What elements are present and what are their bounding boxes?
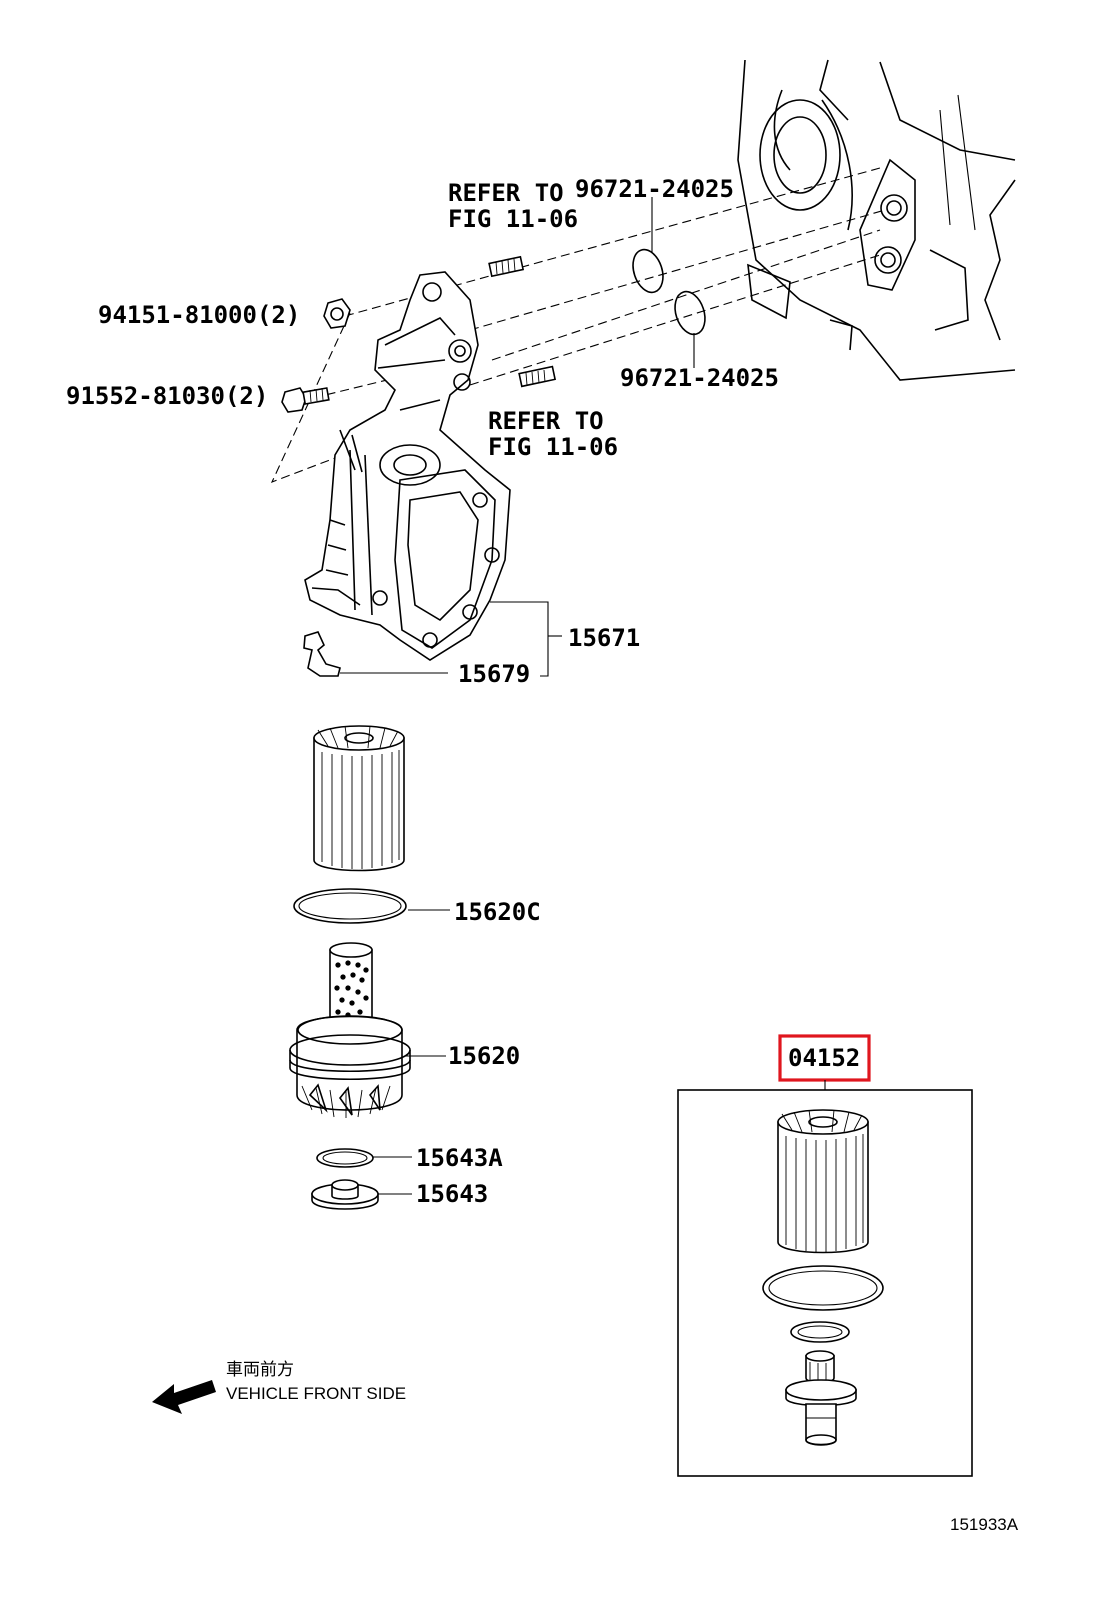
vehicle-front-arrow-icon [152, 1380, 216, 1414]
label-drain-gasket: 15643A [416, 1144, 503, 1172]
kit-o-ring-large [762, 1265, 884, 1311]
drain-plug [311, 1179, 379, 1210]
drain-gasket [316, 1148, 374, 1168]
dashed-guides [270, 167, 886, 483]
kit-filter-element [777, 1109, 869, 1254]
label-refer-top-2: FIG 11-06 [448, 205, 578, 233]
label-cap: 15620 [448, 1042, 520, 1070]
label-refer-bottom-1: REFER TO [488, 407, 604, 435]
label-nut: 94151-81000(2) [98, 301, 300, 329]
label-bracket: 15671 [568, 624, 640, 652]
stud-bottom [518, 365, 557, 388]
o-ring-lower [674, 290, 706, 336]
label-refer-top-1: REFER TO [448, 179, 564, 207]
kit-contents-box [677, 1089, 973, 1477]
engine-block [737, 59, 1016, 381]
label-gasket: 15620C [454, 898, 541, 926]
label-clip: 15679 [458, 660, 530, 688]
label-front-jp: 車両前方 [226, 1360, 294, 1379]
label-drain-plug: 15643 [416, 1180, 488, 1208]
nut-icon [323, 298, 351, 329]
kit-drain-plug [785, 1350, 857, 1446]
oil-filter-element [313, 725, 405, 872]
label-kit: 04152 [788, 1044, 860, 1072]
label-front-en: VEHICLE FRONT SIDE [226, 1384, 406, 1403]
label-refer-bottom-2: FIG 11-06 [488, 433, 618, 461]
clip-icon [303, 631, 341, 677]
oil-filter-bracket [304, 271, 511, 661]
cap-gasket [293, 888, 407, 924]
oil-filter-cap [289, 942, 411, 1118]
label-bolt: 91552-81030(2) [66, 382, 268, 410]
stud-top [488, 255, 525, 278]
o-ring-upper [632, 248, 664, 294]
illustration-number: 151933A [950, 1515, 1019, 1534]
label-o-ring-top: 96721-24025 [575, 175, 734, 203]
label-o-ring-bottom: 96721-24025 [620, 364, 779, 392]
bolt-icon [281, 387, 330, 413]
kit-o-ring-small [790, 1321, 850, 1343]
